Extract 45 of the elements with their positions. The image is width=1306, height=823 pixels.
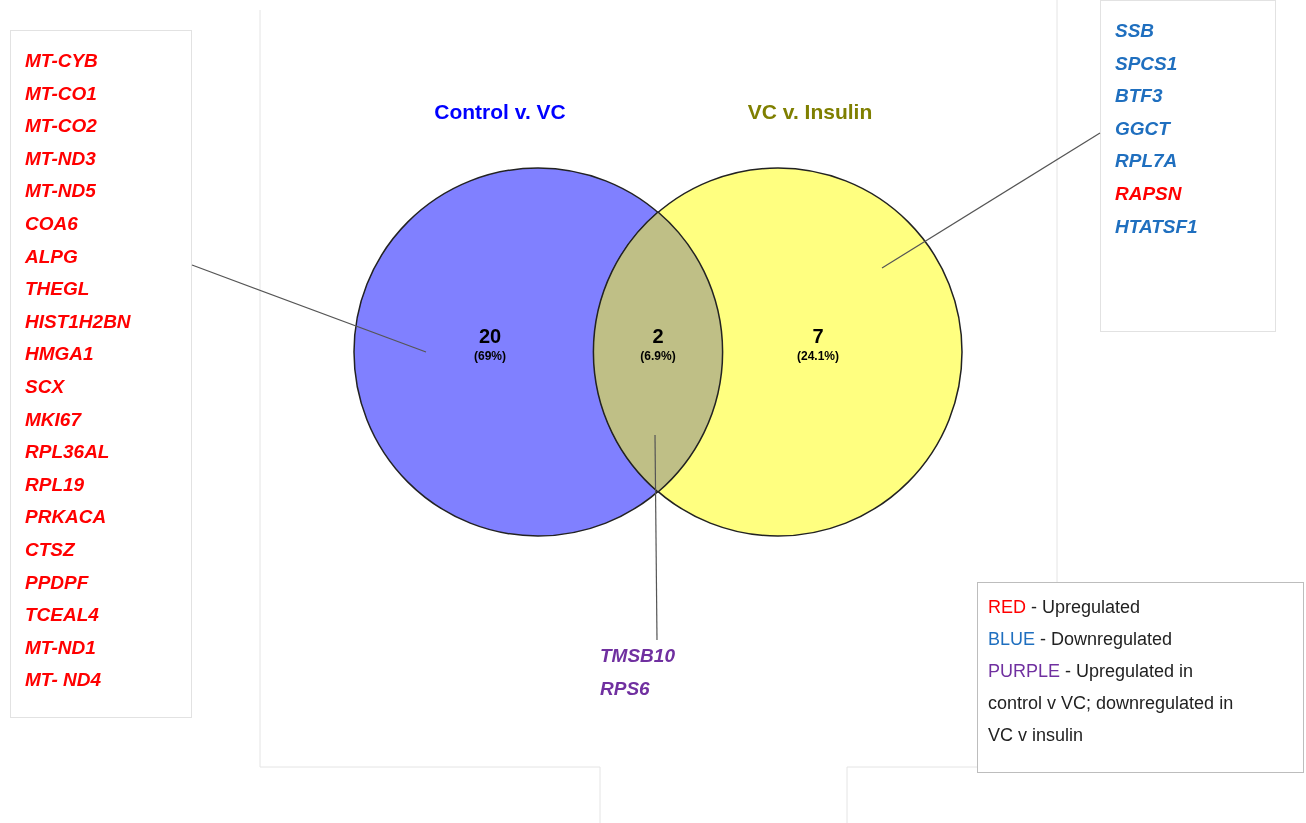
gene-name: MT-CO1 xyxy=(25,81,97,106)
count-value: 20 xyxy=(478,326,502,346)
gene-name: SSB xyxy=(1115,19,1155,43)
gene-name: MT-ND5 xyxy=(25,179,96,204)
gene-list-panel xyxy=(1100,0,1276,332)
count-value: 2 xyxy=(652,326,664,346)
leader-line xyxy=(654,434,658,641)
gene-name: TMSB10 xyxy=(600,644,675,668)
gene-name: PPDPF xyxy=(25,570,89,595)
gene-name: COA6 xyxy=(25,211,78,236)
gene-name: PRKACA xyxy=(25,505,107,530)
gene-name: GGCT xyxy=(1115,116,1170,141)
gene-name: CTSZ xyxy=(25,537,75,562)
gene-name: MT-ND3 xyxy=(25,146,96,171)
legend-entry: PURPLE - Upregulated in control v VC; downregulated in VC v insulin xyxy=(988,660,1235,747)
gene-name: MT-CYB xyxy=(25,49,98,73)
gene-name: HMGA1 xyxy=(25,342,94,367)
gene-name: MKI67 xyxy=(25,407,81,432)
gene-name: ALPG xyxy=(25,244,78,269)
gene-name: THEGL xyxy=(25,277,90,302)
gene-name: HTATSF1 xyxy=(1115,214,1198,239)
gene-name: MT- ND4 xyxy=(25,668,101,693)
gene-name: SPCS1 xyxy=(1115,51,1178,76)
percent-value: (69%) xyxy=(474,350,506,362)
set-label: VC v. Insulin xyxy=(747,99,873,125)
set-label: Control v. VC xyxy=(434,99,566,125)
gene-name: SCX xyxy=(25,374,65,399)
leader-line xyxy=(191,264,427,353)
leader-line xyxy=(881,132,1101,269)
gene-name: BTF3 xyxy=(1115,84,1163,109)
gene-name: TCEAL4 xyxy=(25,603,99,628)
legend-entry: BLUE - Downregulated xyxy=(988,628,1174,651)
gene-name: MT-ND1 xyxy=(25,635,96,660)
percent-value: (24.1%) xyxy=(797,350,839,362)
gene-name: HIST1H2BN xyxy=(25,309,131,334)
gene-name: RPL19 xyxy=(25,472,85,497)
gene-name: RPL7A xyxy=(1115,149,1178,174)
percent-value: (6.9%) xyxy=(640,350,676,362)
legend-entry: RED - Upregulated xyxy=(988,596,1142,619)
gene-list-panel xyxy=(10,30,192,718)
gene-name: RPL36AL xyxy=(25,440,110,465)
gene-name: RPS6 xyxy=(600,676,650,701)
gene-name: MT-CO2 xyxy=(25,114,97,139)
gene-name: RAPSN xyxy=(1115,181,1182,206)
count-value: 7 xyxy=(812,326,824,346)
